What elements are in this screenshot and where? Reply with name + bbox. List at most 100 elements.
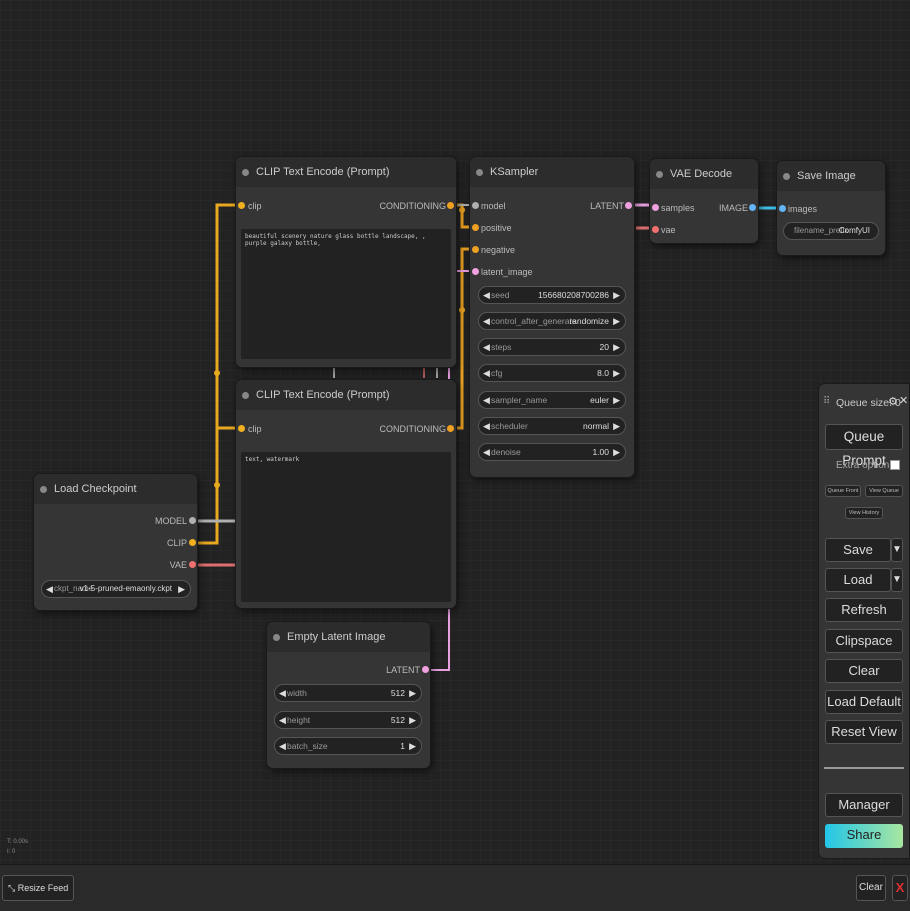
node-title[interactable]: KSampler bbox=[470, 157, 634, 187]
view-history-button[interactable]: View History bbox=[845, 507, 883, 519]
save-button[interactable]: Save bbox=[825, 538, 891, 562]
sampler-name-widget[interactable]: ◀ sampler_name euler ▶ bbox=[478, 391, 626, 409]
close-icon[interactable]: ✕ bbox=[899, 395, 909, 407]
increment-arrow-icon[interactable]: ▶ bbox=[409, 688, 416, 698]
collapse-dot-icon[interactable] bbox=[242, 169, 249, 176]
prompt-textarea[interactable]: text, watermark bbox=[241, 452, 451, 602]
negative-input-label: negative bbox=[481, 245, 516, 255]
image-output-dot-icon[interactable] bbox=[749, 204, 756, 211]
increment-arrow-icon[interactable]: ▶ bbox=[613, 395, 620, 405]
vae-decode-node[interactable]: VAE Decode samples vae IMAGE bbox=[650, 159, 758, 243]
increment-arrow-icon[interactable]: ▶ bbox=[409, 715, 416, 725]
control-after-generate-widget[interactable]: ◀ control_after_generate randomize ▶ bbox=[478, 312, 626, 330]
vae-output-dot-icon[interactable] bbox=[189, 561, 196, 568]
decrement-arrow-icon[interactable]: ◀ bbox=[483, 421, 490, 431]
node-title-text: VAE Decode bbox=[670, 168, 733, 180]
save-image-node[interactable]: Save Image images filename_prefix ComfyU… bbox=[777, 161, 885, 255]
extra-options-checkbox[interactable] bbox=[890, 460, 900, 470]
increment-arrow-icon[interactable]: ▶ bbox=[613, 316, 620, 326]
prompt-textarea[interactable]: beautiful scenery nature glass bottle la… bbox=[241, 229, 451, 359]
cfg-widget[interactable]: ◀ cfg 8.0 ▶ bbox=[478, 364, 626, 382]
model-input-dot-icon[interactable] bbox=[472, 202, 479, 209]
feed-close-button[interactable]: X bbox=[892, 875, 908, 901]
load-dropdown-button[interactable]: ▼ bbox=[891, 568, 903, 592]
filename-prefix-widget[interactable]: filename_prefix ComfyUI bbox=[783, 222, 879, 240]
clip-output-dot-icon[interactable] bbox=[189, 539, 196, 546]
reset-view-button[interactable]: Reset View bbox=[825, 720, 903, 744]
latent-output-dot-icon[interactable] bbox=[422, 666, 429, 673]
collapse-dot-icon[interactable] bbox=[273, 634, 280, 641]
collapse-dot-icon[interactable] bbox=[476, 169, 483, 176]
increment-arrow-icon[interactable]: ▶ bbox=[613, 421, 620, 431]
height-widget[interactable]: ◀ height 512 ▶ bbox=[274, 711, 422, 729]
increment-arrow-icon[interactable]: ▶ bbox=[613, 342, 620, 352]
scheduler-widget[interactable]: ◀ scheduler normal ▶ bbox=[478, 417, 626, 435]
manager-button[interactable]: Manager bbox=[825, 793, 903, 817]
decrement-arrow-icon[interactable]: ◀ bbox=[483, 368, 490, 378]
decrement-arrow-icon[interactable]: ◀ bbox=[279, 688, 286, 698]
queue-size-label: Queue size: 0 bbox=[836, 397, 901, 409]
settings-gear-icon[interactable]: ⚙ bbox=[888, 396, 898, 408]
load-button[interactable]: Load bbox=[825, 568, 891, 592]
collapse-dot-icon[interactable] bbox=[40, 486, 47, 493]
clip-text-encode-negative-node[interactable]: CLIP Text Encode (Prompt) clip CONDITION… bbox=[236, 380, 456, 608]
batch-size-widget[interactable]: ◀ batch_size 1 ▶ bbox=[274, 737, 422, 755]
decrement-arrow-icon[interactable]: ◀ bbox=[483, 290, 490, 300]
save-dropdown-button[interactable]: ▼ bbox=[891, 538, 903, 562]
clipspace-button[interactable]: Clipspace bbox=[825, 629, 903, 653]
load-label: Load bbox=[843, 572, 873, 587]
decrement-arrow-icon[interactable]: ◀ bbox=[483, 395, 490, 405]
decrement-arrow-icon[interactable]: ◀ bbox=[279, 741, 286, 751]
node-title[interactable]: Load Checkpoint bbox=[34, 474, 197, 504]
increment-arrow-icon[interactable]: ▶ bbox=[613, 290, 620, 300]
decrement-arrow-icon[interactable]: ◀ bbox=[483, 447, 490, 457]
queue-prompt-button[interactable]: Queue Prompt bbox=[825, 424, 903, 468]
node-title[interactable]: CLIP Text Encode (Prompt) bbox=[236, 380, 456, 410]
node-title[interactable]: Empty Latent Image bbox=[267, 622, 430, 652]
node-title[interactable]: VAE Decode bbox=[650, 159, 758, 189]
increment-arrow-icon[interactable]: ▶ bbox=[613, 368, 620, 378]
model-output-dot-icon[interactable] bbox=[189, 517, 196, 524]
refresh-button[interactable]: Refresh bbox=[825, 598, 903, 622]
load-checkpoint-node[interactable]: Load Checkpoint MODEL CLIP VAE ◀ ckpt_na… bbox=[34, 474, 197, 610]
increment-arrow-icon[interactable]: ▶ bbox=[613, 447, 620, 457]
samples-input-dot-icon[interactable] bbox=[652, 204, 659, 211]
latent-image-input-dot-icon[interactable] bbox=[472, 268, 479, 275]
collapse-dot-icon[interactable] bbox=[242, 392, 249, 399]
ksampler-node[interactable]: KSampler model positive negative latent_… bbox=[470, 157, 634, 477]
conditioning-output-dot-icon[interactable] bbox=[447, 202, 454, 209]
decrement-arrow-icon[interactable]: ◀ bbox=[483, 342, 490, 352]
decrement-arrow-icon[interactable]: ◀ bbox=[279, 715, 286, 725]
increment-arrow-icon[interactable]: ▶ bbox=[178, 584, 185, 594]
clip-text-encode-positive-node[interactable]: CLIP Text Encode (Prompt) clip CONDITION… bbox=[236, 157, 456, 367]
increment-arrow-icon[interactable]: ▶ bbox=[409, 741, 416, 751]
feed-clear-button[interactable]: Clear bbox=[856, 875, 886, 901]
share-button[interactable]: Share bbox=[825, 824, 903, 848]
negative-input-dot-icon[interactable] bbox=[472, 246, 479, 253]
decrement-arrow-icon[interactable]: ◀ bbox=[46, 584, 53, 594]
node-title[interactable]: Save Image bbox=[777, 161, 885, 191]
decrement-arrow-icon[interactable]: ◀ bbox=[483, 316, 490, 326]
latent-output-dot-icon[interactable] bbox=[625, 202, 632, 209]
node-title[interactable]: CLIP Text Encode (Prompt) bbox=[236, 157, 456, 187]
load-default-button[interactable]: Load Default bbox=[825, 690, 903, 714]
clip-input-dot-icon[interactable] bbox=[238, 202, 245, 209]
queue-front-button[interactable]: Queue Front bbox=[825, 485, 861, 497]
steps-widget[interactable]: ◀ steps 20 ▶ bbox=[478, 338, 626, 356]
seed-widget[interactable]: ◀ seed 156680208700286 ▶ bbox=[478, 286, 626, 304]
resize-feed-button[interactable]: ⤡ Resize Feed bbox=[2, 875, 75, 901]
view-queue-button[interactable]: View Queue bbox=[865, 485, 903, 497]
ckpt-name-widget[interactable]: ◀ ckpt_name v1-5-pruned-emaonly.ckpt ▶ bbox=[41, 580, 191, 598]
collapse-dot-icon[interactable] bbox=[656, 171, 663, 178]
clip-input-dot-icon[interactable] bbox=[238, 425, 245, 432]
drag-handle-icon[interactable]: ⠿ bbox=[823, 396, 831, 407]
empty-latent-image-node[interactable]: Empty Latent Image LATENT ◀ width 512 ▶ … bbox=[267, 622, 430, 768]
vae-input-dot-icon[interactable] bbox=[652, 226, 659, 233]
clear-button[interactable]: Clear bbox=[825, 659, 903, 683]
positive-input-dot-icon[interactable] bbox=[472, 224, 479, 231]
conditioning-output-dot-icon[interactable] bbox=[447, 425, 454, 432]
images-input-dot-icon[interactable] bbox=[779, 205, 786, 212]
width-widget[interactable]: ◀ width 512 ▶ bbox=[274, 684, 422, 702]
denoise-widget[interactable]: ◀ denoise 1.00 ▶ bbox=[478, 443, 626, 461]
collapse-dot-icon[interactable] bbox=[783, 173, 790, 180]
